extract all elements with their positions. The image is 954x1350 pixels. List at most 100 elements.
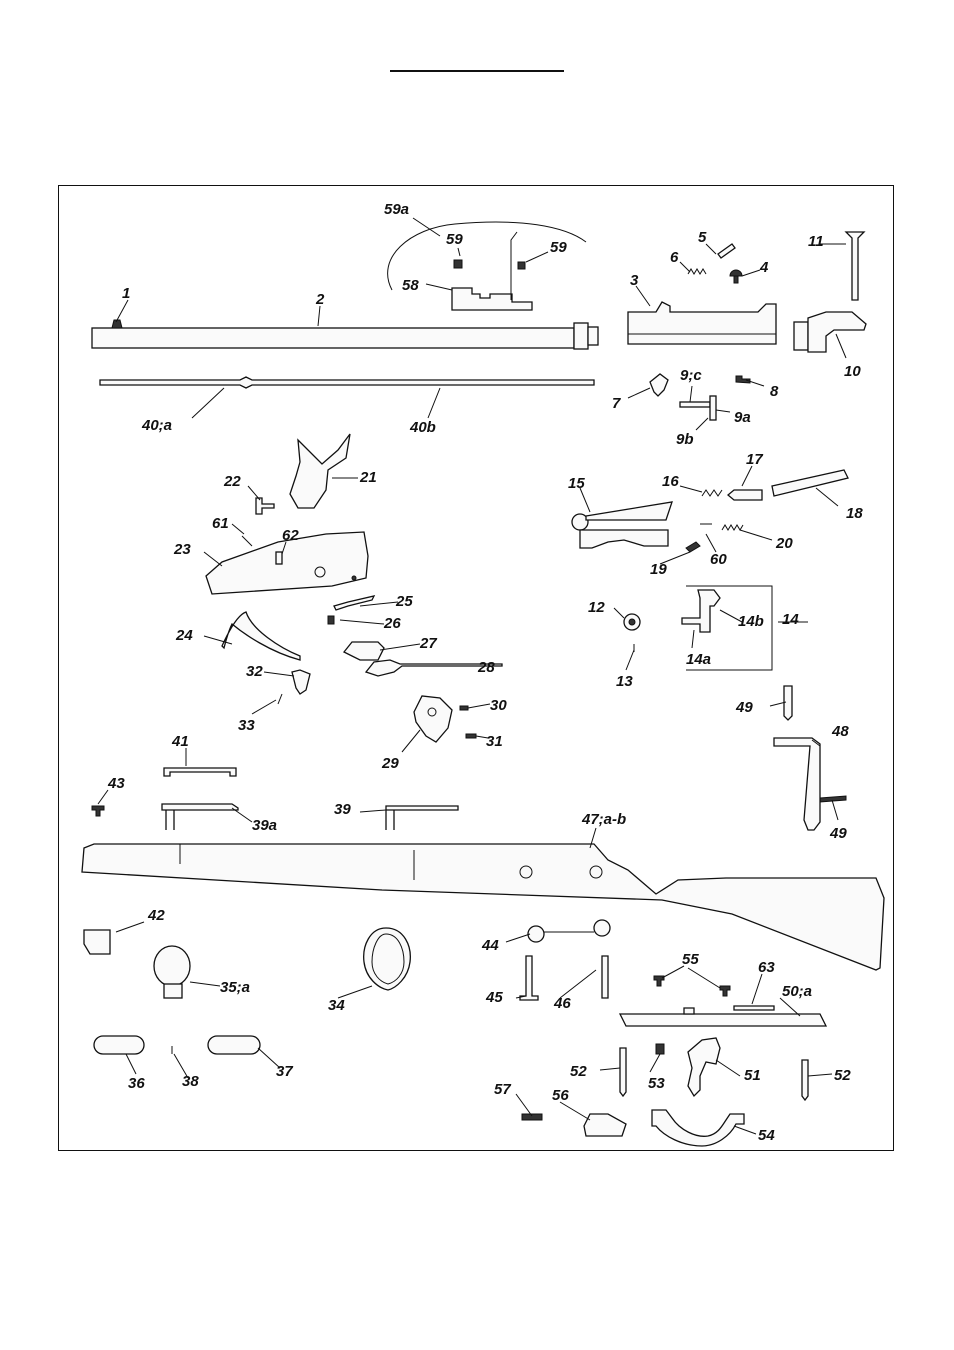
label-3: 3: [630, 272, 639, 289]
part-screw-22: [255, 497, 275, 515]
part-49-upper: [783, 685, 793, 721]
part-mainspring: [221, 611, 301, 661]
label-16: 16: [662, 473, 679, 490]
part-long-screw: [844, 231, 866, 301]
label-54: 54: [758, 1127, 775, 1144]
part-37: [207, 1035, 261, 1055]
label-45: 45: [485, 989, 503, 1006]
label-38: 38: [182, 1073, 199, 1090]
part-14: [681, 585, 773, 671]
label-1: 1: [122, 285, 130, 302]
part-25: [333, 595, 376, 611]
part-ramrod: [99, 376, 595, 389]
part-39a: [161, 803, 239, 830]
part-spring-6: [687, 268, 707, 275]
part-18: [771, 469, 849, 497]
part-screw-4: [729, 269, 743, 284]
part-barrel-band-34: [363, 927, 411, 991]
label-26: 26: [383, 615, 401, 632]
label-20: 20: [775, 535, 793, 552]
part-52-right: [801, 1059, 809, 1102]
part-39: [385, 805, 459, 830]
part-15: [571, 501, 673, 549]
part-8: [735, 375, 751, 384]
part-labels: 1 2 3 4 5 6 7 8 9;c 9a 9b 10 11 12 13 14…: [107, 201, 863, 1144]
label-2: 2: [315, 291, 325, 308]
diagram-frame: [58, 185, 894, 1151]
part-63: [733, 1005, 775, 1011]
part-53: [655, 1043, 665, 1055]
part-49-lower: [819, 795, 847, 803]
part-sear: [364, 659, 503, 677]
part-45: [519, 955, 539, 1001]
label-14: 14: [782, 611, 799, 628]
label-14b: 14b: [738, 613, 764, 630]
label-21: 21: [359, 469, 377, 486]
label-9a: 9a: [734, 409, 751, 426]
label-19: 19: [650, 561, 667, 578]
label-31: 31: [486, 733, 503, 750]
part-57: [521, 1113, 543, 1121]
label-6: 6: [670, 249, 679, 266]
label-40a: 40;a: [141, 417, 172, 434]
label-52-left: 52: [570, 1063, 587, 1080]
label-59-left: 59: [446, 231, 463, 248]
part-42: [83, 929, 111, 955]
label-8: 8: [770, 383, 779, 400]
part-trigger-guard-plate: [618, 1007, 828, 1027]
label-9b: 9b: [676, 431, 694, 448]
part-7: [649, 373, 669, 397]
label-37: 37: [276, 1063, 293, 1080]
part-barrel: [91, 319, 599, 350]
label-52-right: 52: [834, 1067, 851, 1084]
part-30: [459, 705, 469, 711]
label-59a: 59a: [384, 201, 409, 218]
label-36: 36: [128, 1075, 145, 1092]
part-bolt-head: [793, 311, 867, 353]
label-4: 4: [759, 259, 769, 276]
label-11: 11: [808, 233, 824, 250]
label-5: 5: [698, 229, 707, 246]
label-35a: 35;a: [220, 979, 250, 996]
part-41: [163, 767, 237, 777]
label-34: 34: [328, 997, 345, 1014]
part-61: [241, 535, 253, 547]
label-42: 42: [147, 907, 165, 924]
label-29: 29: [381, 755, 399, 772]
part-12: [623, 613, 641, 631]
part-spring-16: [701, 489, 723, 497]
label-12: 12: [588, 599, 605, 616]
label-56: 56: [552, 1087, 569, 1104]
label-33: 33: [238, 717, 255, 734]
part-46: [601, 955, 609, 999]
part-lock-plate: [205, 531, 369, 595]
part-17: [726, 489, 763, 501]
part-32: [291, 669, 311, 695]
part-44: [527, 919, 611, 943]
part-43: [91, 805, 105, 817]
label-23: 23: [173, 541, 191, 558]
label-30: 30: [490, 697, 507, 714]
part-33: [277, 693, 283, 705]
label-28: 28: [477, 659, 495, 676]
label-14a: 14a: [686, 651, 711, 668]
label-48: 48: [831, 723, 849, 740]
part-62: [275, 551, 283, 565]
label-39a: 39a: [252, 817, 277, 834]
label-10: 10: [844, 363, 861, 380]
label-55: 55: [682, 951, 699, 968]
label-39: 39: [334, 801, 351, 818]
part-31: [465, 733, 477, 739]
leader-lines: [97, 217, 847, 1135]
label-41: 41: [171, 733, 189, 750]
part-26: [327, 615, 335, 625]
part-trigger-guard: [651, 1109, 745, 1147]
label-18: 18: [846, 505, 863, 522]
label-7: 7: [612, 395, 621, 412]
label-59-right: 59: [550, 239, 567, 256]
label-24: 24: [175, 627, 193, 644]
part-19: [685, 541, 701, 553]
label-63: 63: [758, 959, 775, 976]
part-rear-sight: [387, 221, 587, 311]
